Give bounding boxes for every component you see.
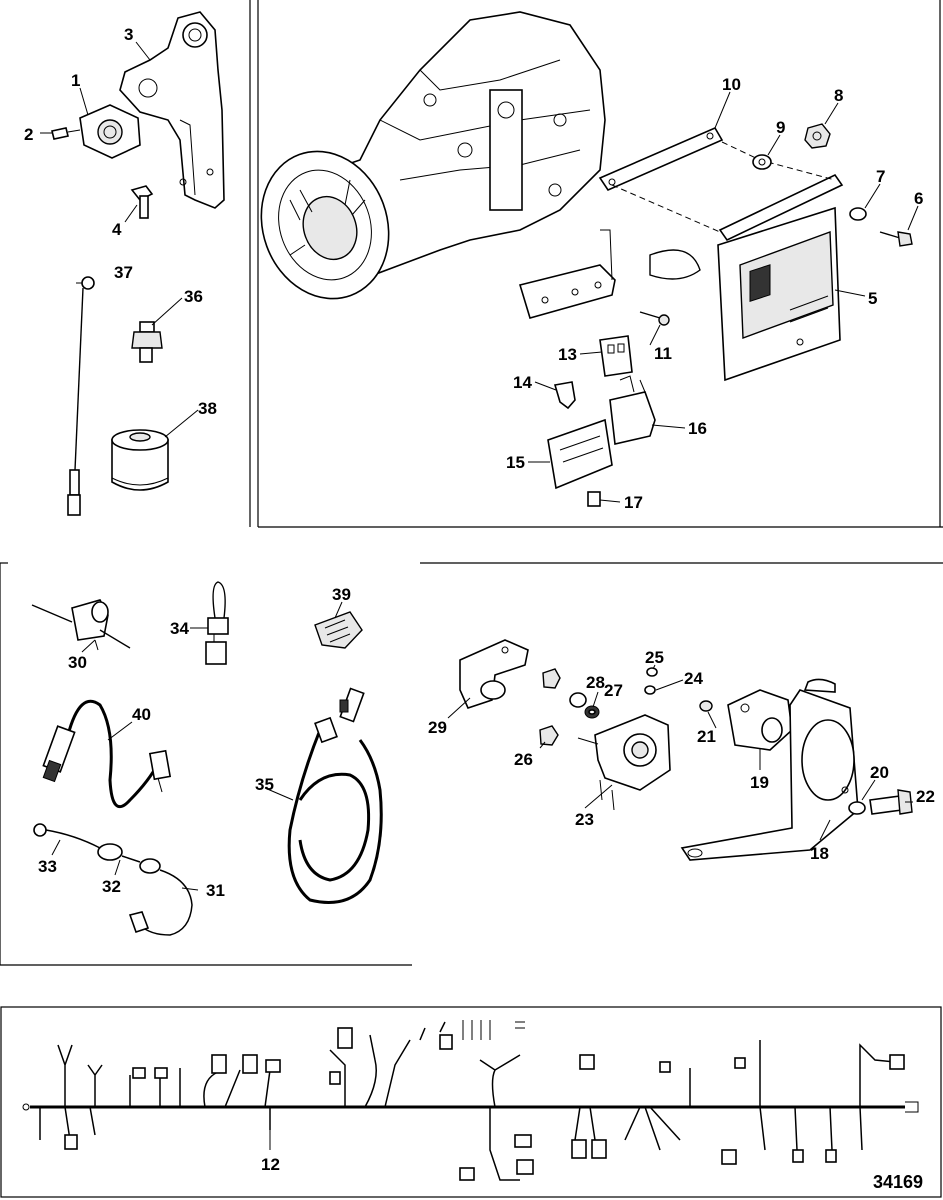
ground-lead-37 — [67, 276, 95, 516]
nut-25 — [646, 667, 658, 677]
callout-26: 26 — [514, 750, 533, 769]
callout-5: 5 — [868, 289, 877, 308]
callout-16: 16 — [688, 419, 707, 438]
callout-31: 31 — [206, 881, 225, 900]
washer-20 — [848, 801, 866, 815]
engine-lower-bracket — [518, 229, 616, 319]
drawing-number: 34169 — [873, 1172, 923, 1192]
mounting-plate-10 — [598, 126, 724, 192]
relay-13 — [599, 335, 633, 377]
callout-15: 15 — [506, 453, 525, 472]
oil-pressure-switch-36 — [131, 321, 163, 363]
nut-21 — [699, 700, 713, 712]
callout-1: 1 — [71, 71, 80, 90]
callout-10: 10 — [722, 75, 741, 94]
bolt-4 — [130, 185, 154, 219]
screw-6 — [879, 231, 913, 247]
connector-39 — [314, 611, 363, 649]
resistor-32 — [97, 843, 161, 874]
washer-28 — [569, 692, 587, 708]
callout-30: 30 — [68, 653, 87, 672]
screw-2 — [51, 127, 81, 140]
callout-6: 6 — [914, 189, 923, 208]
solenoid-19 — [727, 689, 793, 751]
callout-34: 34 — [170, 619, 189, 638]
callout-4: 4 — [112, 220, 122, 239]
callout-18: 18 — [810, 844, 829, 863]
mounting-bracket — [119, 11, 225, 209]
nut-8 — [804, 123, 831, 149]
capacitor-38 — [111, 429, 169, 491]
callout-24: 24 — [684, 669, 703, 688]
nut-upper — [542, 668, 561, 689]
lock-washer-27 — [584, 705, 600, 719]
lead-31 — [128, 869, 193, 936]
callout-36: 36 — [184, 287, 203, 306]
engine-harness-12 — [22, 1020, 919, 1181]
callout-25: 25 — [645, 648, 664, 667]
callout-32: 32 — [102, 877, 121, 896]
fuse-17 — [587, 491, 601, 507]
callout-11: 11 — [654, 344, 672, 363]
ecm-module-5 — [717, 206, 841, 382]
connector-34 — [205, 581, 229, 665]
callout-13: 13 — [558, 345, 577, 364]
callout-8: 8 — [834, 86, 843, 105]
callout-28: 28 — [586, 673, 605, 692]
harness-35 — [287, 687, 383, 904]
relay-16 — [609, 375, 656, 445]
sensor-plate — [79, 104, 141, 159]
callout-33: 33 — [38, 857, 57, 876]
engine-flywheel-housing — [260, 150, 390, 300]
callout-9: 9 — [776, 118, 785, 137]
clip-14 — [553, 381, 576, 410]
fuse-holder-15 — [547, 418, 613, 490]
callout-19: 19 — [750, 773, 769, 792]
callout-12: 12 — [261, 1155, 280, 1174]
callout-14: 14 — [513, 373, 532, 392]
sensor-30 — [31, 599, 131, 651]
callout-38: 38 — [198, 399, 217, 418]
solenoid-23 — [577, 714, 671, 811]
washer-7 — [849, 207, 867, 221]
spacer-9 — [752, 154, 772, 170]
callout-2: 2 — [24, 125, 33, 144]
callout-40: 40 — [132, 705, 151, 724]
callout-3: 3 — [124, 25, 133, 44]
callout-7: 7 — [876, 167, 885, 186]
bracket-18 — [680, 678, 859, 861]
callout-labels: 1 2 3 4 5 6 7 8 9 10 11 12 13 14 15 16 1… — [24, 25, 935, 1192]
callout-37: 37 — [114, 263, 133, 282]
callout-35: 35 — [255, 775, 274, 794]
callout-20: 20 — [870, 763, 889, 782]
callout-22: 22 — [916, 787, 935, 806]
callout-23: 23 — [575, 810, 594, 829]
callout-29: 29 — [428, 718, 447, 737]
callout-17: 17 — [624, 493, 643, 512]
leader-lines — [40, 41, 919, 1150]
callout-21: 21 — [697, 727, 716, 746]
ground-wire-33 — [33, 823, 101, 849]
washer-24 — [644, 685, 656, 695]
jumper-harness-40 — [42, 699, 172, 809]
callout-27: 27 — [604, 681, 623, 700]
nut-26 — [539, 725, 559, 746]
bracket-29 — [459, 639, 529, 709]
callout-39: 39 — [332, 585, 351, 604]
screw-11 — [639, 311, 670, 326]
